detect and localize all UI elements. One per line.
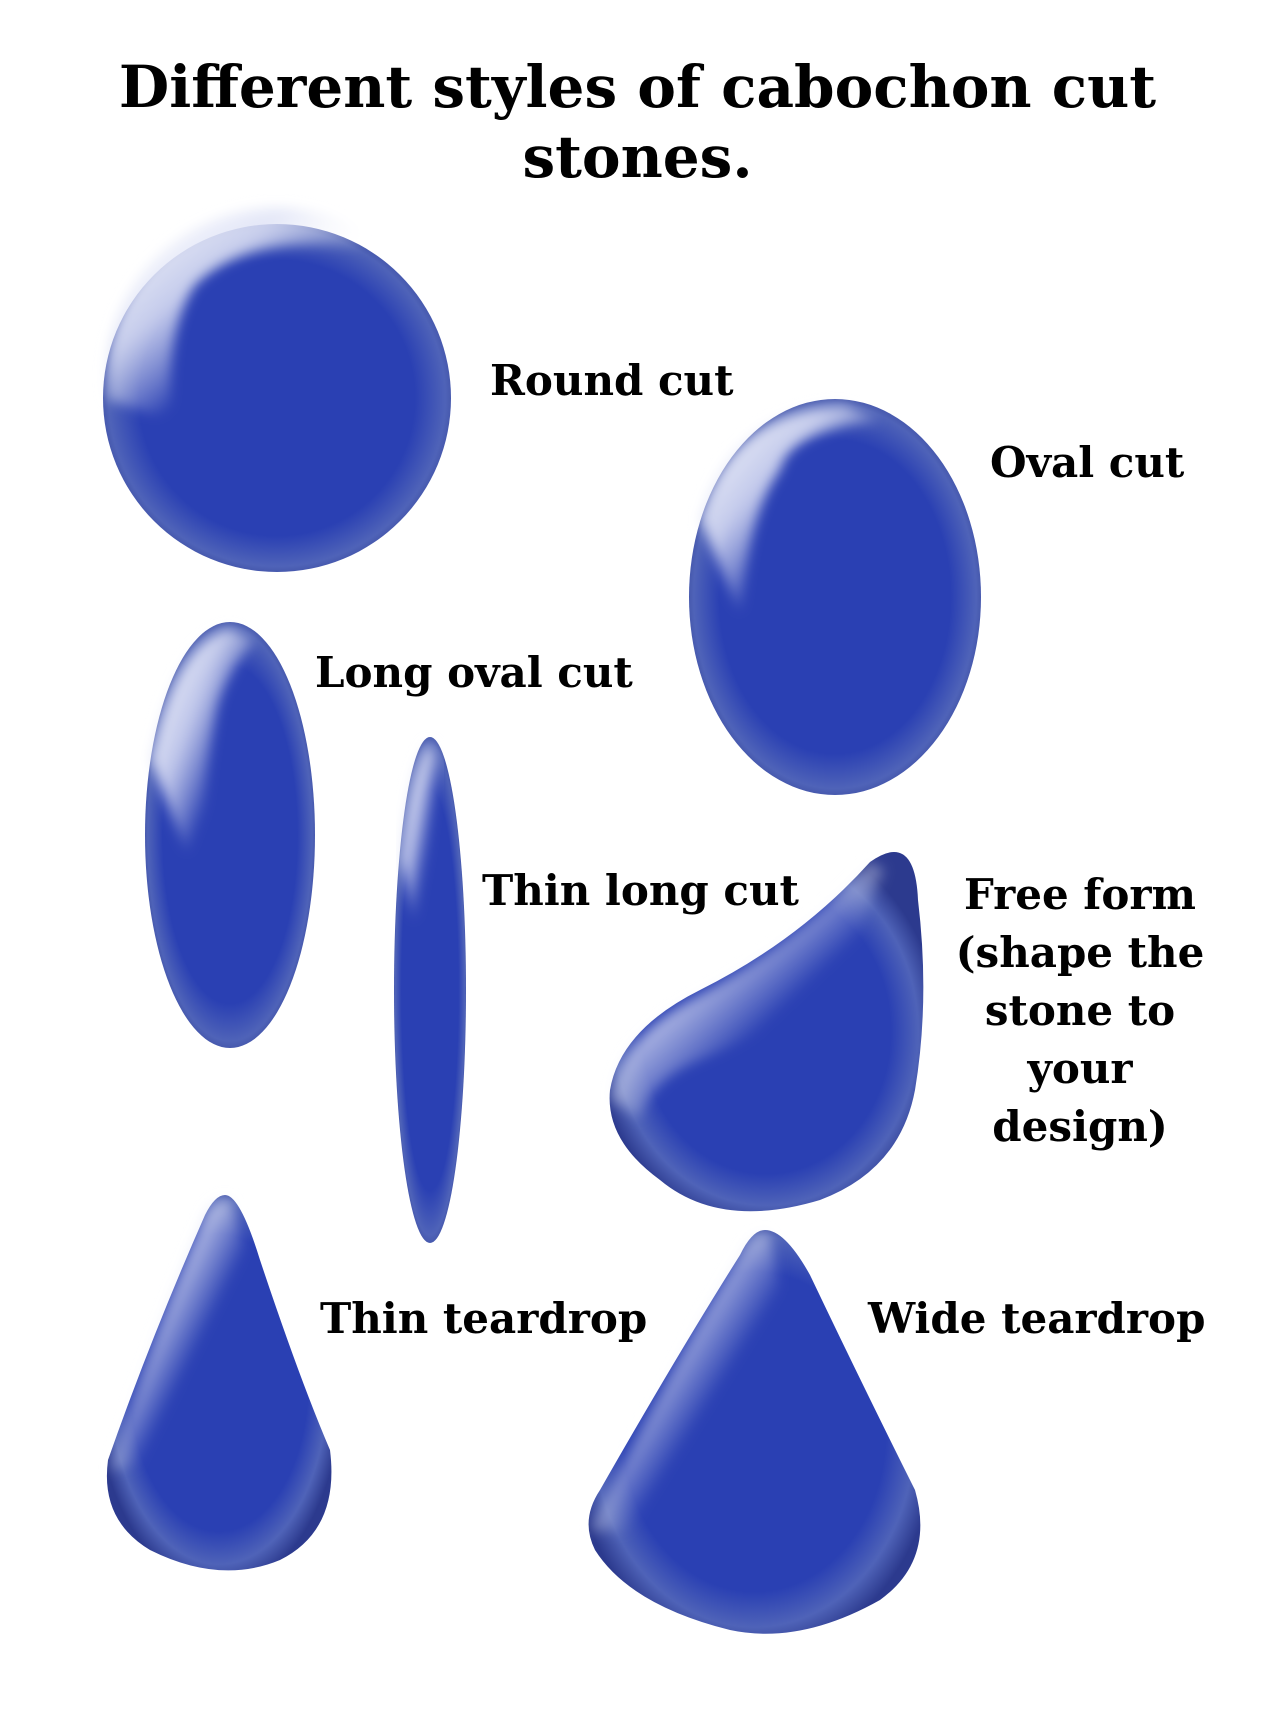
stone-long-oval: [145, 622, 315, 1048]
label-thin-teardrop: Thin teardrop: [320, 1294, 648, 1343]
label-free-form-line-4: your: [1027, 1044, 1133, 1093]
label-free-form-line-5: design): [992, 1102, 1168, 1151]
label-free-form-line-3: stone to: [984, 986, 1176, 1035]
label-round-cut: Round cut: [490, 356, 734, 405]
stone-free-form: [609, 851, 924, 1212]
stone-round: [103, 208, 451, 572]
stone-thin-long: [394, 737, 466, 1243]
label-free-form: Free form (shape the stone to your desig…: [950, 866, 1210, 1156]
label-free-form-line-1: Free form: [964, 870, 1196, 919]
label-free-form-line-2: (shape the: [955, 928, 1205, 977]
title-line-1: Different styles of cabochon cut: [118, 53, 1157, 121]
title-line-2: stones.: [522, 123, 753, 191]
label-oval-cut: Oval cut: [990, 438, 1185, 487]
label-long-oval-cut: Long oval cut: [315, 648, 633, 697]
stone-wide-teardrop: [588, 1230, 921, 1634]
page-title: Different styles of cabochon cut stones.: [0, 52, 1275, 192]
label-thin-long-cut: Thin long cut: [482, 866, 799, 915]
stone-oval: [689, 399, 981, 795]
stone-thin-teardrop: [106, 1195, 332, 1571]
label-wide-teardrop: Wide teardrop: [868, 1294, 1206, 1343]
